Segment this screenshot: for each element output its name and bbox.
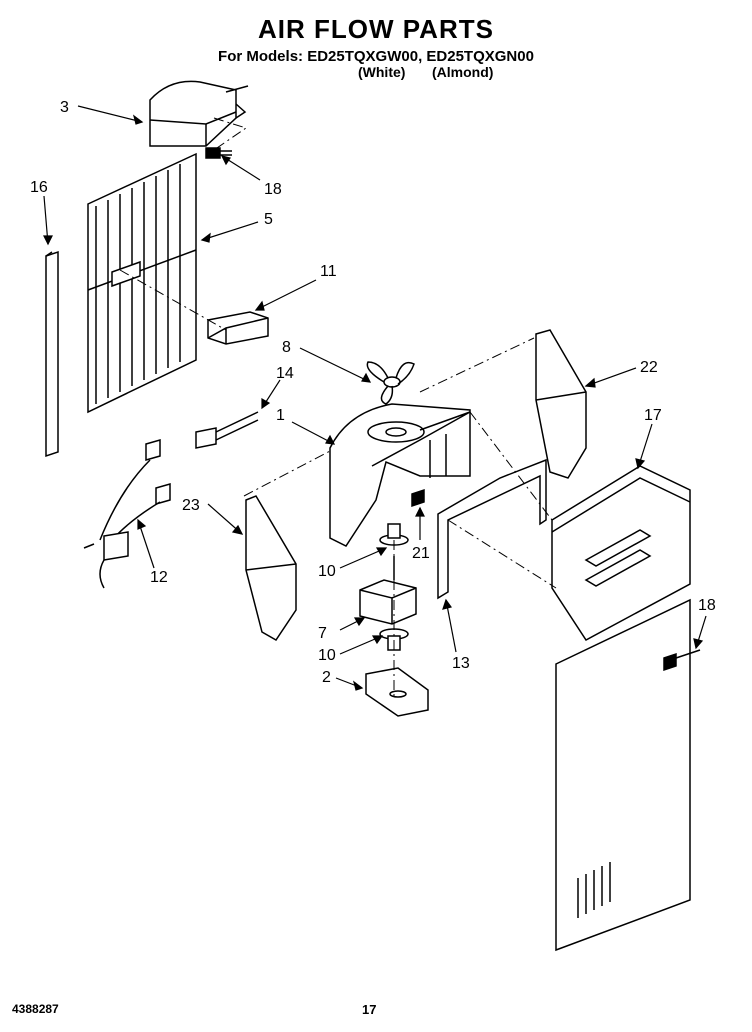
callout-18-upper: 18 xyxy=(264,181,282,198)
models-line: For Models: ED25TQXGW00, ED25TQXGN00 xyxy=(218,48,534,65)
part-17-lower-panel xyxy=(555,598,691,952)
part-18-screw-lower xyxy=(663,649,701,672)
callout-10-lower: 10 xyxy=(318,647,336,664)
callout-2: 2 xyxy=(322,669,331,686)
part-13-duct xyxy=(437,458,547,600)
callout-7: 7 xyxy=(318,625,327,642)
callout-1: 1 xyxy=(276,407,285,424)
page-number: 17 xyxy=(362,1002,377,1017)
part-22-panel xyxy=(535,329,587,479)
leader-lines xyxy=(43,105,707,691)
callout-18-lower: 18 xyxy=(698,597,716,614)
callout-14: 14 xyxy=(276,365,294,382)
callout-23: 23 xyxy=(182,497,200,514)
part-7-fan-motor xyxy=(359,556,417,625)
document-number: 4388287 xyxy=(12,1002,59,1016)
part-16-strip xyxy=(45,250,59,458)
part-23-panel xyxy=(245,495,297,641)
callout-11: 11 xyxy=(320,263,337,280)
color-almond-label: (Almond) xyxy=(432,64,494,80)
part-8-fan-blade xyxy=(366,361,415,405)
part-12-wiring-harness xyxy=(83,439,171,589)
part-2-bracket xyxy=(365,667,429,717)
part-11-bracket xyxy=(207,311,269,345)
color-white-label: (White) xyxy=(358,64,406,80)
part-1-fan-housing xyxy=(329,403,471,547)
assembly-lines xyxy=(119,117,557,700)
part-14-sensor xyxy=(195,411,259,449)
callout-17: 17 xyxy=(644,407,662,424)
callout-5: 5 xyxy=(264,211,273,228)
callout-13: 13 xyxy=(452,655,470,672)
callout-16: 16 xyxy=(30,179,48,196)
callout-12: 12 xyxy=(150,569,168,586)
callout-22: 22 xyxy=(640,359,658,376)
callout-10-upper: 10 xyxy=(318,563,336,580)
callout-8: 8 xyxy=(282,339,291,356)
part-3-duct xyxy=(149,80,249,147)
part-21-screw xyxy=(411,488,425,508)
part-17-cover xyxy=(551,465,691,641)
callout-21: 21 xyxy=(412,545,430,562)
page-title: AIR FLOW PARTS xyxy=(258,14,494,44)
part-18-screw-upper xyxy=(205,147,232,159)
callout-3: 3 xyxy=(60,99,69,116)
